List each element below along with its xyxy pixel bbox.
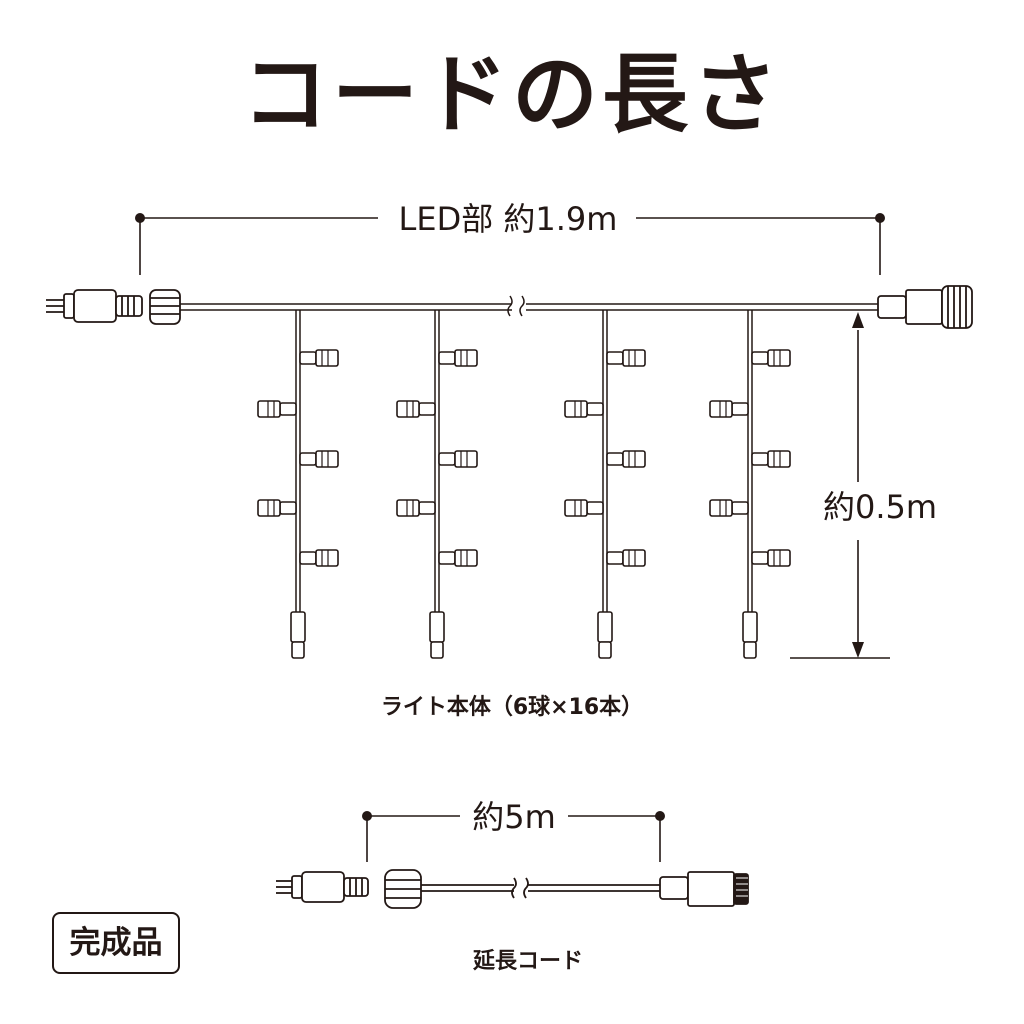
light-drop [396, 310, 478, 659]
main-cable [180, 295, 878, 317]
light-drop [564, 310, 646, 659]
width-dimension [135, 213, 885, 275]
light-body-label: ライト本体（6球×16本） [381, 695, 643, 720]
extension-length-label: 約5m [472, 798, 556, 836]
drop-label: 約0.5m [823, 488, 937, 526]
drop-dimension [790, 312, 890, 659]
light-drop [709, 310, 791, 659]
completed-product-badge: 完成品 [52, 912, 180, 974]
extension-dimension [362, 811, 665, 862]
output-socket [877, 285, 973, 329]
extension-cord [276, 869, 749, 909]
width-label: LED部 約1.9m [399, 200, 618, 238]
light-drop [257, 310, 339, 659]
extension-name-label: 延長コード [472, 949, 583, 974]
page-title: コードの長さ [242, 45, 782, 145]
input-plug [46, 289, 181, 325]
